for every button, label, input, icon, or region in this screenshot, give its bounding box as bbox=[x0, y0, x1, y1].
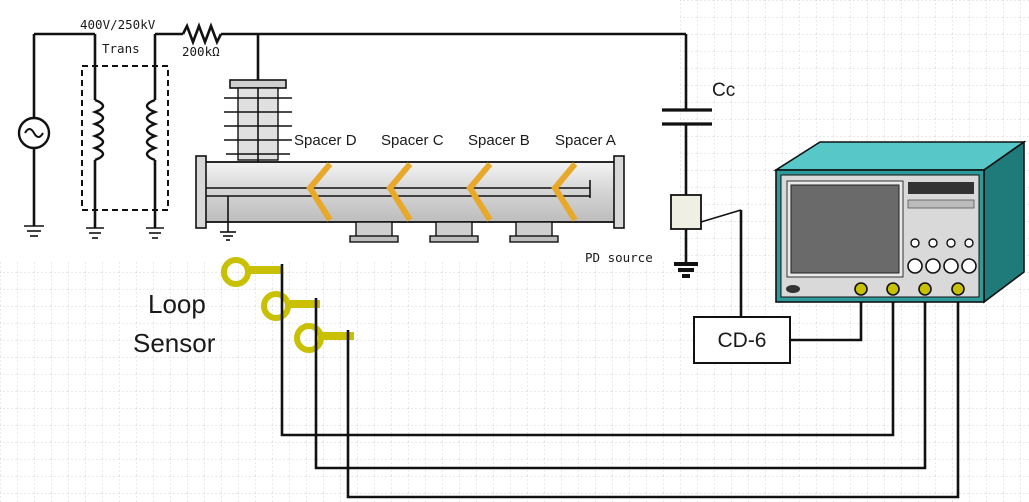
transformer-label: Trans bbox=[102, 41, 140, 56]
loop-sensor-label-line2: Sensor bbox=[133, 328, 216, 358]
cd6-detector-box bbox=[693, 316, 791, 364]
ac-source-icon bbox=[17, 32, 95, 226]
pd-source-label: PD source bbox=[585, 250, 653, 265]
spacer-a-label: Spacer A bbox=[555, 132, 616, 149]
capacitor-label: Cc bbox=[712, 80, 735, 101]
gis-chamber bbox=[195, 155, 625, 241]
cd6-output-cable bbox=[790, 293, 863, 342]
loop-sensor-icon bbox=[261, 291, 320, 321]
transformer-icon bbox=[81, 34, 169, 239]
resistor-label: 200kΩ bbox=[182, 44, 220, 59]
ground-icon bbox=[674, 262, 698, 278]
spacer-b-label: Spacer B bbox=[468, 132, 530, 149]
detection-impedance bbox=[670, 194, 742, 262]
oscilloscope-icon bbox=[773, 140, 1027, 304]
spacer-d-label: Spacer D bbox=[294, 132, 357, 149]
loop-sensor-icon bbox=[221, 257, 282, 287]
bushing bbox=[224, 79, 292, 190]
flange-ports bbox=[349, 221, 559, 243]
capacitor-icon bbox=[662, 34, 712, 195]
supply-rating-label: 400V/250kV bbox=[80, 17, 156, 32]
cd6-detector-label: CD-6 bbox=[717, 329, 766, 352]
loop-sensor-label-line1: Loop bbox=[148, 289, 206, 319]
resistor-icon bbox=[155, 22, 686, 46]
spacer-c-label: Spacer C bbox=[381, 132, 444, 149]
spacers bbox=[306, 162, 578, 222]
sensor-cables bbox=[280, 264, 960, 499]
ground-icon bbox=[24, 225, 44, 237]
